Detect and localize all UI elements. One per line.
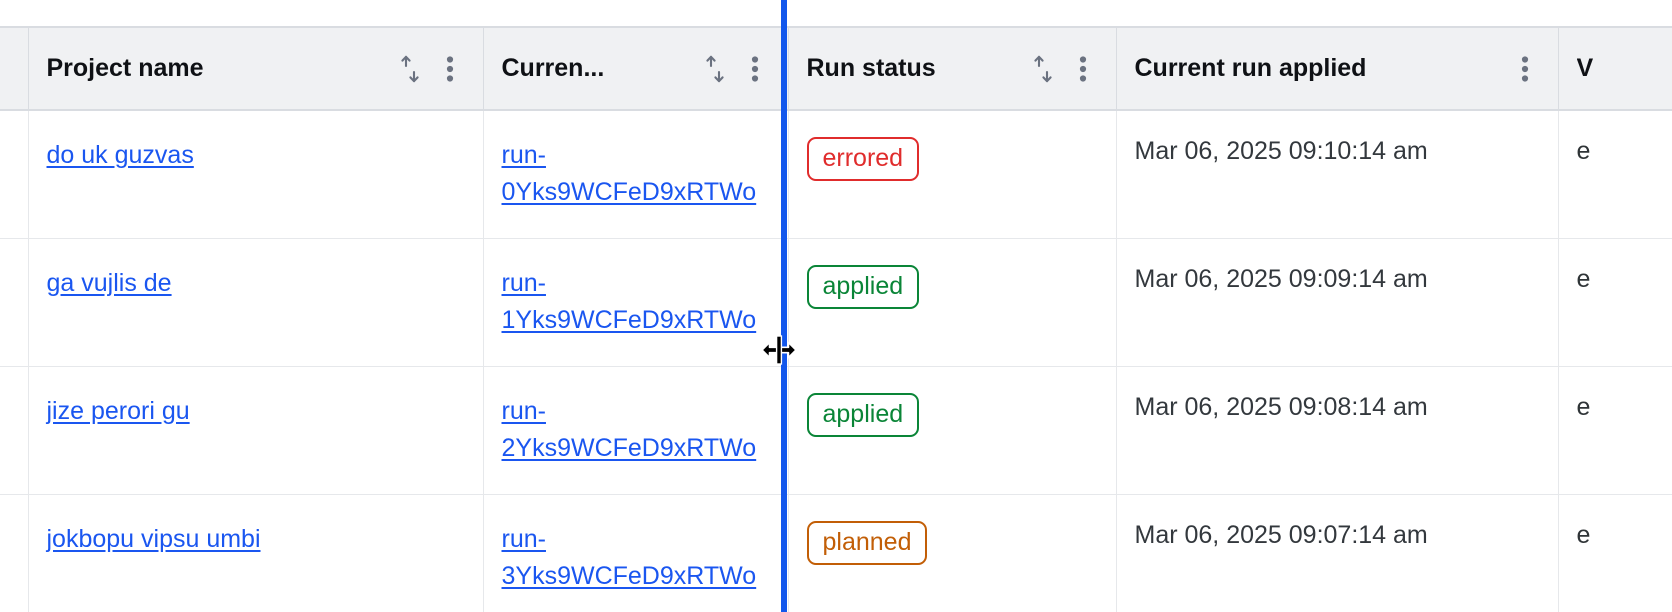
kebab-menu-icon[interactable] <box>1510 52 1540 86</box>
cell-project-name: jize perori gu <box>28 366 484 495</box>
projects-table: Project name <box>0 26 1672 612</box>
column-header-project-name-label: Project name <box>46 54 204 82</box>
kebab-menu-icon[interactable] <box>1068 52 1098 86</box>
table-row[interactable]: do uk guzvas run-0Yks9WCFeD9xRTWo errore… <box>0 110 1672 239</box>
cell-project-name: do uk guzvas <box>28 110 484 239</box>
cell-current-run-applied: Mar 06, 2025 09:08:14 am <box>1116 366 1559 495</box>
cell-next-column: e <box>1558 238 1672 367</box>
table-header-row: Project name <box>0 26 1672 111</box>
row-select-cell[interactable] <box>0 494 29 612</box>
next-column-text: e <box>1576 137 1591 165</box>
status-badge: planned <box>806 520 928 565</box>
column-header-project-name[interactable]: Project name <box>28 26 484 111</box>
table-body: do uk guzvas run-0Yks9WCFeD9xRTWo errore… <box>0 110 1672 612</box>
timestamp-text: Mar 06, 2025 09:07:14 am <box>1134 520 1428 549</box>
status-badge: errored <box>806 137 920 181</box>
project-name-link[interactable]: jokbopu vipsu umbi <box>46 524 261 553</box>
next-column-text: e <box>1576 392 1591 421</box>
cell-project-name: jokbopu vipsu umbi <box>28 494 484 612</box>
status-badge: applied <box>806 264 920 309</box>
current-run-link[interactable]: run-0Yks9WCFeD9xRTWo <box>501 141 757 206</box>
cell-current-run-applied: Mar 06, 2025 09:09:14 am <box>1116 238 1559 367</box>
table-row[interactable]: ga vujlis de run-1Yks9WCFeD9xRTWo applie… <box>0 238 1672 367</box>
row-select-cell[interactable] <box>0 238 29 367</box>
kebab-menu-icon[interactable] <box>435 52 465 86</box>
column-header-current-run-applied[interactable]: Current run applied <box>1116 26 1559 111</box>
column-header-current-run[interactable]: Curren... <box>483 26 789 111</box>
table-header: Project name <box>0 26 1672 111</box>
next-column-text: e <box>1576 520 1591 549</box>
cell-run-status: errored <box>788 110 1117 239</box>
kebab-menu-icon[interactable] <box>740 52 770 86</box>
column-header-run-status[interactable]: Run status <box>788 26 1117 111</box>
row-select-cell[interactable] <box>0 110 29 239</box>
cell-current-run: run-1Yks9WCFeD9xRTWo <box>483 238 789 367</box>
current-run-link[interactable]: run-2Yks9WCFeD9xRTWo <box>501 396 757 462</box>
timestamp-text: Mar 06, 2025 09:09:14 am <box>1134 264 1428 293</box>
status-badge: applied <box>806 392 920 437</box>
column-header-current-run-applied-label: Current run applied <box>1134 54 1367 82</box>
column-header-select <box>0 26 29 111</box>
cell-run-status: applied <box>788 238 1117 367</box>
timestamp-text: Mar 06, 2025 09:10:14 am <box>1134 137 1428 165</box>
table-row[interactable]: jize perori gu run-2Yks9WCFeD9xRTWo appl… <box>0 366 1672 495</box>
cell-run-status: applied <box>788 366 1117 495</box>
column-header-current-run-label: Curren... <box>501 54 605 82</box>
cell-next-column: e <box>1558 494 1672 612</box>
cell-project-name: ga vujlis de <box>28 238 484 367</box>
sort-arrows-icon[interactable] <box>1028 52 1058 86</box>
current-run-link[interactable]: run-3Yks9WCFeD9xRTWo <box>501 524 757 590</box>
column-header-run-status-label: Run status <box>806 54 936 82</box>
cell-current-run: run-3Yks9WCFeD9xRTWo <box>483 494 789 612</box>
cell-run-status: planned <box>788 494 1117 612</box>
sort-arrows-icon[interactable] <box>700 52 730 86</box>
current-run-link[interactable]: run-1Yks9WCFeD9xRTWo <box>501 268 757 334</box>
next-column-text: e <box>1576 264 1591 293</box>
project-name-link[interactable]: ga vujlis de <box>46 268 172 297</box>
cell-current-run: run-0Yks9WCFeD9xRTWo <box>483 110 789 239</box>
cell-current-run-applied: Mar 06, 2025 09:07:14 am <box>1116 494 1559 612</box>
timestamp-text: Mar 06, 2025 09:08:14 am <box>1134 392 1428 421</box>
cell-current-run: run-2Yks9WCFeD9xRTWo <box>483 366 789 495</box>
cell-next-column: e <box>1558 366 1672 495</box>
column-header-next-column[interactable]: V <box>1558 26 1672 111</box>
table-row[interactable]: jokbopu vipsu umbi run-3Yks9WCFeD9xRTWo … <box>0 494 1672 612</box>
project-name-link[interactable]: do uk guzvas <box>46 141 194 169</box>
sort-arrows-icon[interactable] <box>395 52 425 86</box>
cell-current-run-applied: Mar 06, 2025 09:10:14 am <box>1116 110 1559 239</box>
column-header-next-column-label: V <box>1576 54 1594 82</box>
cell-next-column: e <box>1558 110 1672 239</box>
row-select-cell[interactable] <box>0 366 29 495</box>
project-name-link[interactable]: jize perori gu <box>46 396 190 425</box>
